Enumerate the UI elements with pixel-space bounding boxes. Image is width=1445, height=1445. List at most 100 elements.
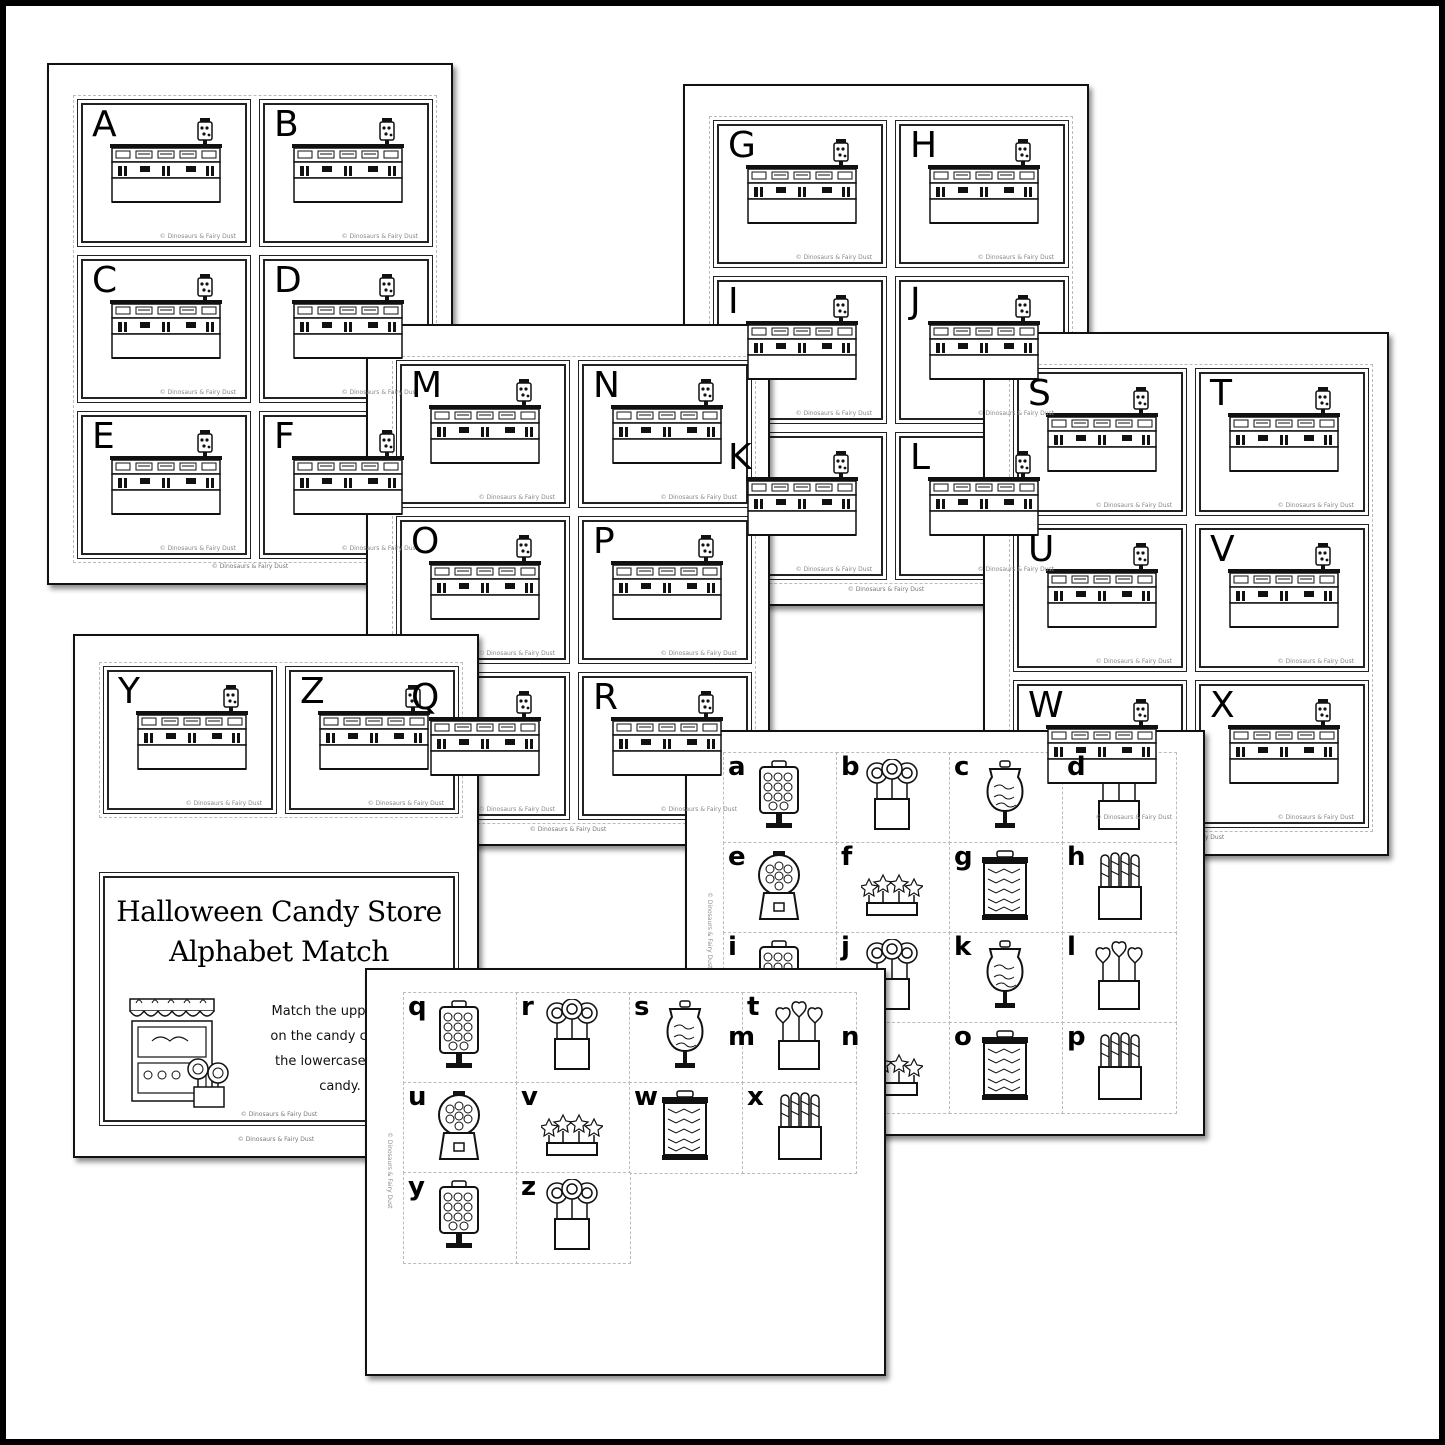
lowercase-letter: c: [954, 752, 970, 782]
letter-card-h[interactable]: H© Dinosaurs & Fairy Dust: [895, 120, 1069, 268]
letter-card-g[interactable]: G© Dinosaurs & Fairy Dust: [713, 120, 887, 268]
lowercase-letter: u: [408, 1082, 427, 1112]
candy-counter-icon: [429, 379, 541, 464]
candy-card-h[interactable]: h: [1062, 842, 1177, 934]
heart-lollipops-icon: [775, 1001, 823, 1070]
uppercase-letter: L: [910, 437, 931, 478]
letter-card-k[interactable]: K© Dinosaurs & Fairy Dust: [713, 432, 887, 580]
letter-card-p[interactable]: P© Dinosaurs & Fairy Dust: [578, 516, 752, 664]
letter-card-n[interactable]: N© Dinosaurs & Fairy Dust: [578, 360, 752, 508]
letter-card-a[interactable]: A© Dinosaurs & Fairy Dust: [77, 99, 251, 247]
candy-counter: [928, 443, 1040, 539]
uppercase-letter: Z: [300, 671, 325, 712]
candy-counter-icon: [611, 535, 723, 620]
candy-card-u[interactable]: u: [403, 1082, 518, 1174]
tall-candy-jar-icon: [986, 940, 1024, 1008]
candy-card-o[interactable]: o: [949, 1022, 1064, 1114]
candy-counter: [1228, 379, 1340, 475]
letter-card-x[interactable]: X© Dinosaurs & Fairy Dust: [1195, 680, 1369, 828]
candy-picture: [1087, 1029, 1149, 1103]
candy-picture: [974, 849, 1036, 923]
candy-counter: [429, 527, 541, 623]
candy-counter: [136, 677, 248, 773]
candy-card-k[interactable]: k: [949, 932, 1064, 1024]
candy-counter: [1228, 535, 1340, 631]
candy-picture: [541, 1178, 603, 1253]
lowercase-letter: a: [728, 752, 746, 782]
candy-card-v[interactable]: v: [516, 1082, 631, 1174]
letter-card-t[interactable]: T© Dinosaurs & Fairy Dust: [1195, 368, 1369, 516]
candy-card-g[interactable]: g: [949, 842, 1064, 934]
candy-card-a[interactable]: a: [723, 752, 838, 844]
uppercase-letter: M: [411, 365, 443, 406]
card-credit: © Dinosaurs & Fairy Dust: [367, 800, 444, 807]
card-credit: © Dinosaurs & Fairy Dust: [660, 806, 737, 813]
card-credit: © Dinosaurs & Fairy Dust: [1277, 814, 1354, 821]
card-credit: © Dinosaurs & Fairy Dust: [341, 233, 418, 240]
candy-card-t[interactable]: t: [742, 992, 857, 1084]
candy-picture: [861, 758, 923, 833]
letter-card-o[interactable]: O© Dinosaurs & Fairy Dust: [396, 516, 570, 664]
candy-card-r[interactable]: r: [516, 992, 631, 1084]
instruction-line: candy.: [319, 1079, 361, 1094]
letter-card-v[interactable]: V© Dinosaurs & Fairy Dust: [1195, 524, 1369, 672]
candy-card-s[interactable]: s: [629, 992, 744, 1084]
candy-counter: [1228, 691, 1340, 787]
lowercase-letter: m: [728, 1022, 756, 1052]
sheet-uppercase-m-r: M© Dinosaurs & Fairy Dust N© Dinosaurs &…: [366, 324, 770, 846]
gumball-machine-icon: [438, 1091, 480, 1160]
uppercase-letter: B: [274, 104, 299, 145]
candy-card-x[interactable]: x: [742, 1082, 857, 1174]
candy-picture: [428, 1179, 490, 1253]
title-credit: © Dinosaurs & Fairy Dust: [240, 1111, 318, 1118]
candy-sticks-icon: [1098, 852, 1142, 920]
lowercase-letter: l: [1067, 932, 1076, 962]
lowercase-letter: g: [954, 842, 973, 872]
candy-card-y[interactable]: y: [403, 1172, 518, 1264]
candy-picture: [974, 1029, 1036, 1103]
candy-card-c[interactable]: c: [949, 752, 1064, 844]
candy-counter: [292, 266, 404, 362]
letter-card-y[interactable]: Y© Dinosaurs & Fairy Dust: [103, 666, 277, 814]
candy-counter: [746, 287, 858, 383]
sheet-uppercase-a-f: A© Dinosaurs & Fairy Dust B © Dinosaurs &…: [47, 63, 453, 585]
candy-picture: [767, 999, 829, 1073]
uppercase-letter: W: [1028, 685, 1064, 726]
candy-card-e[interactable]: e: [723, 842, 838, 934]
card-grid: [392, 356, 756, 824]
letter-card-e[interactable]: E© Dinosaurs & Fairy Dust: [77, 411, 251, 559]
candy-card-q[interactable]: q: [403, 992, 518, 1084]
tall-candy-jar-icon: [986, 760, 1024, 828]
lowercase-letter: r: [521, 992, 534, 1022]
lowercase-letter: j: [841, 932, 850, 962]
card-credit: © Dinosaurs & Fairy Dust: [1095, 658, 1172, 665]
candy-picture: [1087, 849, 1149, 923]
candy-counter-icon: [1228, 543, 1340, 628]
card-credit: © Dinosaurs & Fairy Dust: [660, 494, 737, 501]
candy-picture: [767, 1089, 829, 1163]
candy-card-f[interactable]: f: [836, 842, 951, 934]
letter-card-m[interactable]: M© Dinosaurs & Fairy Dust: [396, 360, 570, 508]
uppercase-letter: U: [1028, 529, 1055, 570]
tall-candy-jar-icon: [666, 1000, 704, 1068]
candy-picture: [428, 999, 490, 1073]
lowercase-letter: w: [634, 1082, 659, 1112]
uppercase-letter: E: [92, 416, 115, 457]
candy-card-z[interactable]: z: [516, 1172, 631, 1264]
letter-card-b[interactable]: B © Dinosaurs & Fairy Dust: [259, 99, 433, 247]
uppercase-letter: C: [92, 260, 118, 301]
candy-card-b[interactable]: b: [836, 752, 951, 844]
star-lollipops-icon: [538, 1113, 605, 1156]
candy-card-w[interactable]: w: [629, 1082, 744, 1174]
card-credit: © Dinosaurs & Fairy Dust: [159, 233, 236, 240]
candy-counter: [611, 683, 723, 779]
letter-card-c[interactable]: C© Dinosaurs & Fairy Dust: [77, 255, 251, 403]
card-credit: © Dinosaurs & Fairy Dust: [977, 410, 1054, 417]
candy-card-l[interactable]: l: [1062, 932, 1177, 1024]
card-credit: © Dinosaurs & Fairy Dust: [341, 545, 418, 552]
letter-card-u[interactable]: U © Dinosaurs & Fairy Dust: [1013, 524, 1187, 672]
uppercase-letter: H: [910, 125, 938, 166]
letter-card-s[interactable]: S© Dinosaurs & Fairy Dust: [1013, 368, 1187, 516]
card-credit: © Dinosaurs & Fairy Dust: [660, 650, 737, 657]
candy-card-p[interactable]: p: [1062, 1022, 1177, 1114]
